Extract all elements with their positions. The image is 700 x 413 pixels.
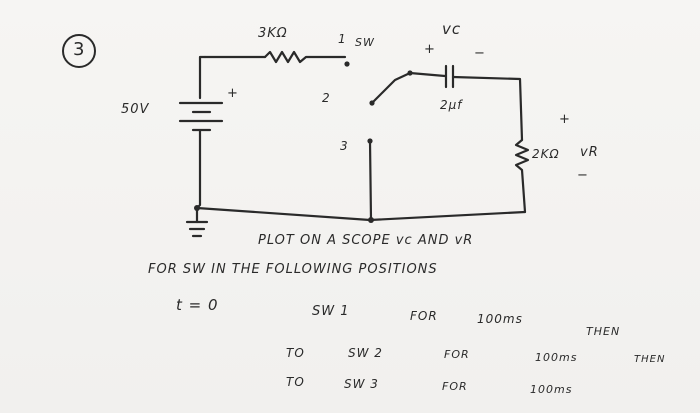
capacitor-voltage-label: vc xyxy=(442,20,462,38)
wire-left-bottom xyxy=(195,129,202,210)
capacitor-value-label: 2μf xyxy=(440,98,463,112)
resistor-3k xyxy=(263,50,347,64)
step3-to: TO xyxy=(286,375,305,389)
switch-name-label: SW xyxy=(355,36,375,49)
wire-right-top xyxy=(451,75,524,142)
capacitor-minus-label: − xyxy=(474,46,486,61)
wire-left-top xyxy=(198,55,207,100)
step2-to: TO xyxy=(286,346,305,360)
step1-time: 100ms xyxy=(477,312,523,326)
resistor-top-label: 3KΩ xyxy=(258,26,288,41)
switch-contact-1 xyxy=(344,61,350,67)
resistor-right-voltage-label: vR xyxy=(580,145,599,160)
step2-switch: SW 2 xyxy=(348,346,383,360)
switch-position-2-label: 2 xyxy=(322,91,331,105)
resistor-right-plus-label: + xyxy=(559,112,571,127)
source-voltage-label: 50V xyxy=(121,102,150,117)
step2-then: THEN xyxy=(634,354,666,365)
node-bottom-left xyxy=(194,205,200,211)
step3-for: FOR xyxy=(442,380,468,393)
time-zero-label: t = 0 xyxy=(176,296,219,314)
capacitor-plus-label: + xyxy=(424,42,436,57)
instruction-line-2: FOR SW IN THE FOLLOWING POSITIONS xyxy=(148,262,438,277)
step1-for: FOR xyxy=(410,309,438,323)
step3-time: 100ms xyxy=(530,383,573,396)
switch-position-1-label: 1 xyxy=(338,32,347,46)
switch-position-3-label: 3 xyxy=(340,139,349,153)
step1-switch: SW 1 xyxy=(312,304,350,319)
switch-arm xyxy=(370,71,412,105)
resistor-right-minus-label: − xyxy=(577,168,589,183)
problem-number-circle xyxy=(62,34,96,68)
step1-then: THEN xyxy=(586,325,621,338)
wire-to-capacitor xyxy=(408,71,447,78)
node-bottom-mid xyxy=(368,217,374,223)
step2-for: FOR xyxy=(444,348,470,361)
instruction-line-1: PLOT ON A SCOPE vc AND vR xyxy=(258,233,474,248)
step3-switch: SW 3 xyxy=(344,377,379,391)
wire-sw3 xyxy=(368,139,373,222)
resistor-right-value-label: 2KΩ xyxy=(532,147,560,161)
step2-time: 100ms xyxy=(535,351,578,364)
battery-plus-label: + xyxy=(227,86,239,101)
resistor-2k xyxy=(514,138,530,214)
problem-number: 3 xyxy=(73,39,86,60)
wire-bottom xyxy=(195,206,527,222)
